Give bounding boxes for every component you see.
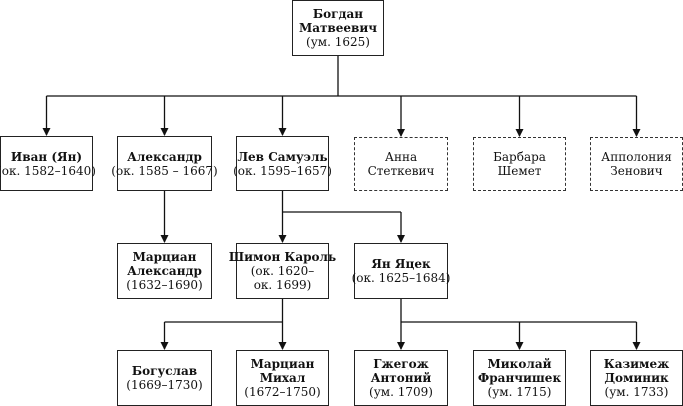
node-barbara-name-2: Шемет [497, 164, 542, 178]
node-mikolaj-name-2: Франчишек [477, 371, 562, 385]
node-mikolaj-name-1: Миколай [487, 357, 552, 371]
node-bogdan-dates: (ум. 1625) [306, 35, 370, 49]
node-alexandr-name: Александр [127, 149, 202, 164]
node-marcian-mihal: Марциан Михал (1672–1750) [236, 350, 329, 406]
node-marcian-alexandr-name-2: Александр [127, 264, 202, 278]
node-gzhegozh-name-2: Антоний [370, 371, 432, 385]
node-marcian-alexandr: Марциан Александр (1632–1690) [117, 243, 212, 299]
node-appolonia-name-2: Зенович [610, 164, 663, 178]
node-marcian-alexandr-name-1: Марциан [132, 250, 197, 264]
node-mikolaj-dates: (ум. 1715) [487, 385, 552, 399]
node-mikolaj: Миколай Франчишек (ум. 1715) [473, 350, 566, 406]
node-boguslav: Богуслав (1669–1730) [117, 350, 212, 406]
node-ivan-name: Иван (Ян) [10, 149, 83, 164]
node-gzhegozh-name-1: Гжегож [373, 357, 429, 371]
node-appolonia-name-1: Апполония [601, 150, 672, 164]
node-kazimezh-name-2: Доминик [604, 371, 669, 385]
node-marcian-mihal-dates: (1672–1750) [244, 385, 321, 399]
node-anna-name-2: Стеткевич [367, 164, 435, 178]
node-marcian-mihal-name-1: Марциан [250, 357, 315, 371]
node-barbara: Барбара Шемет [473, 137, 566, 191]
node-shimon-name: Шимон Кароль [228, 250, 337, 264]
node-kazimezh: Казимеж Доминик (ум. 1733) [590, 350, 683, 406]
node-lev-name: Лев Самуэль [237, 149, 328, 164]
node-boguslav-dates: (1669–1730) [126, 378, 203, 392]
node-ivan-dates: (ок. 1582–1640) [0, 163, 96, 178]
node-bogdan: Богдан Матвеевич (ум. 1625) [292, 0, 384, 56]
node-alexandr: Александр (ок. 1585 – 1667) [111, 136, 218, 191]
node-shimon-dates-2: ок. 1699) [253, 278, 312, 292]
node-anna: Анна Стеткевич [354, 137, 448, 191]
node-lev: Лев Самуэль (ок. 1595–1657) [233, 136, 332, 191]
node-marcian-mihal-name-2: Михал [259, 371, 306, 385]
node-gzhegozh: Гжегож Антоний (ум. 1709) [354, 350, 448, 406]
node-marcian-alexandr-dates: (1632–1690) [126, 278, 203, 292]
node-appolonia: Апполония Зенович [590, 137, 683, 191]
node-kazimezh-name-1: Казимеж [603, 357, 670, 371]
node-alexandr-dates: (ок. 1585 – 1667) [111, 163, 218, 178]
node-ivan: Иван (Ян) (ок. 1582–1640) [0, 136, 96, 191]
node-yan-name: Ян Яцек [371, 257, 431, 271]
node-yan: Ян Яцек (ок. 1625–1684) [351, 243, 451, 299]
node-shimon: Шимон Кароль (ок. 1620– ок. 1699) [229, 243, 336, 299]
node-anna-name-1: Анна [384, 150, 418, 164]
node-yan-dates: (ок. 1625–1684) [351, 271, 451, 285]
node-kazimezh-dates: (ум. 1733) [604, 385, 669, 399]
node-gzhegozh-dates: (ум. 1709) [369, 385, 433, 399]
node-bogdan-name-2: Матвеевич [298, 21, 378, 35]
node-boguslav-name: Богуслав [131, 364, 198, 378]
node-bogdan-name-1: Богдан [312, 7, 364, 21]
node-lev-dates: (ок. 1595–1657) [233, 163, 332, 178]
node-shimon-dates: (ок. 1620– [250, 264, 315, 278]
node-barbara-name-1: Барбара [493, 150, 546, 164]
